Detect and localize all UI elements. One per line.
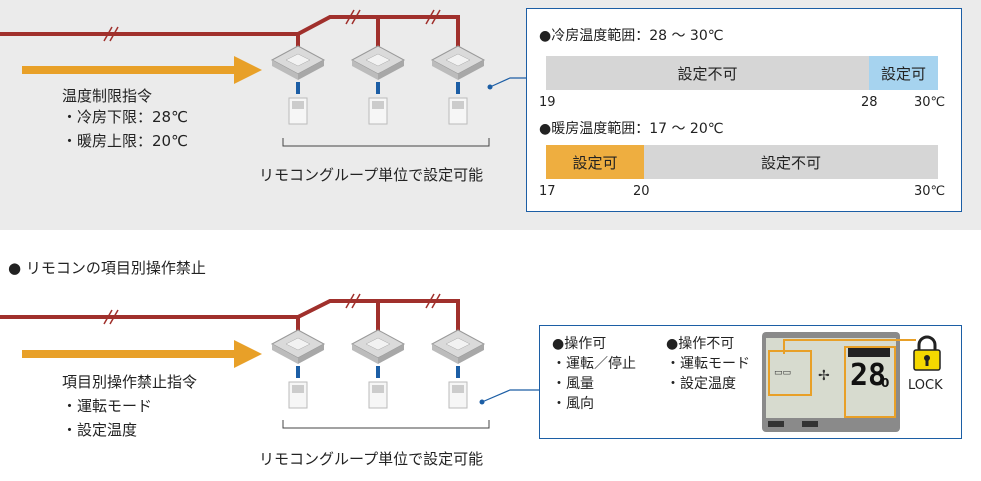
heating-tick-min: 17 [539,184,556,199]
command-arrow-2 [22,340,262,368]
pipe-marks-2 [103,293,441,325]
heating-tick-max: 30℃ [914,184,946,199]
lock-connector [783,339,916,354]
forbidden-item: ・設定温度 [666,376,736,392]
group-label-2: リモコングループ単位で設定可能 [259,450,484,468]
operation-lock-box: ●操作可 ・運転／停止 ・風量 ・風向 ●操作不可 ・運転モード ・設定温度 ▭… [539,325,962,439]
remote-controllers-2 [288,366,468,409]
group-label: リモコングループ単位で設定可能 [259,166,484,184]
command-item: ・冷房下限：28℃ [62,108,188,126]
command-arrow-1 [22,56,262,84]
remote-controllers-1 [288,82,468,125]
heating-enabled-label: 設定可 [572,153,618,172]
fan-icon: ✢ [818,368,830,384]
command-item-2: ・設定温度 [62,421,138,439]
allowed-item: ・運転／停止 [552,356,636,372]
indoor-units-2 [270,329,486,364]
cooling-enabled-label: 設定可 [880,64,926,83]
command-title-2: 項目別操作禁止指令 [62,373,198,391]
temp-value: 28 [850,358,887,393]
callout-connector-2 [479,389,540,405]
cooling-tick-max: 30℃ [914,95,946,110]
group-bracket-2 [282,420,490,429]
allowed-list: ●操作可 ・運転／停止 ・風量 ・風向 [552,334,636,414]
cooling-range-title: ●冷房温度範囲：28 〜 30℃ [539,28,724,44]
pipe-marks-1 [103,9,441,42]
section-heading: ● リモコンの項目別操作禁止 [8,259,206,277]
cooling-tick-min: 19 [539,95,556,110]
command-item: ・暖房上限：20℃ [62,132,188,150]
command-title: 温度制限指令 [62,87,153,105]
command-item-2: ・運転モード [62,397,153,415]
forbidden-list: ●操作不可 ・運転モード ・設定温度 [666,334,750,394]
heating-disabled-label: 設定不可 [760,153,821,172]
pipe-lines-1 [0,15,460,48]
temp-highlight [844,346,896,418]
temp-decimal: 0 [881,376,890,390]
forbidden-title: ●操作不可 [666,336,735,352]
mode-highlight [768,350,812,396]
button-right [802,421,818,427]
lock-icon [907,334,947,374]
allowed-title: ●操作可 [552,336,607,352]
heating-tick-mid: 20 [633,184,650,199]
cooling-enabled-bar: 設定可 [869,56,938,90]
callout-connector-1 [487,77,527,90]
heating-disabled-bar: 設定不可 [644,145,938,179]
allowed-item: ・風量 [552,376,594,392]
lock-label: LOCK [908,378,943,393]
cooling-tick-mid: 28 [861,95,878,110]
heating-range-title: ●暖房温度範囲：17 〜 20℃ [539,121,724,137]
cooling-disabled-bar: 設定不可 [546,56,869,90]
mode-icon: ▭▭ [774,368,792,378]
indoor-units-1 [270,45,486,80]
heating-enabled-bar: 設定可 [546,145,644,179]
cooling-disabled-label: 設定不可 [677,64,738,83]
temp-header [848,348,890,357]
allowed-item: ・風向 [552,396,594,412]
pipe-lines-2 [0,299,460,331]
lcd-screen: ▭▭ ✢ 28 0 [766,338,896,418]
button-left [768,421,784,427]
forbidden-item: ・運転モード [666,356,750,372]
temperature-range-box: ●冷房温度範囲：28 〜 30℃ 設定不可 設定可 19 28 30℃ ●暖房温… [526,8,962,212]
group-bracket-1 [282,138,490,147]
